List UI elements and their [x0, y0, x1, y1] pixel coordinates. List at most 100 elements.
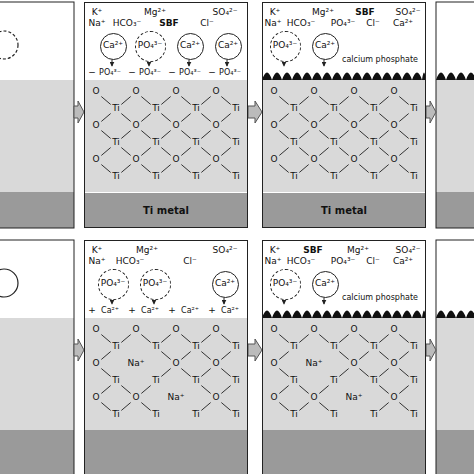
lattice-bond — [319, 114, 328, 122]
ion-label: SO₄²⁻ — [396, 246, 421, 256]
lattice-bond — [101, 386, 110, 394]
lattice-atom: O — [390, 359, 397, 369]
lattice-atom: Ti — [330, 172, 338, 182]
ion-label: Cl⁻ — [366, 257, 380, 267]
adsorption-arrow — [284, 62, 285, 67]
lattice-bond — [299, 97, 308, 105]
apatite-layer — [262, 73, 426, 81]
ion-circle: Ca²⁺ — [100, 33, 127, 60]
lattice-atom: Ti — [192, 342, 200, 352]
lattice-bond — [121, 97, 130, 105]
lattice-atom: Ti — [152, 342, 160, 352]
ion-circle: PO₄³⁻ — [135, 31, 166, 62]
ion-label: K⁺ — [270, 8, 281, 18]
lattice-bond — [221, 148, 230, 156]
lattice-bond — [201, 131, 210, 139]
lattice-bond — [299, 335, 308, 343]
lattice-atom: Ti — [152, 138, 160, 148]
ion-label: PO₄³⁻ — [331, 257, 355, 267]
lattice-atom: O — [212, 325, 219, 335]
lattice-bond — [399, 403, 408, 411]
process-arrow — [248, 339, 262, 361]
lattice-bond — [161, 165, 170, 173]
partial-panel — [0, 2, 74, 228]
lattice-bond — [121, 403, 130, 411]
ion-label: Cl⁻ — [183, 257, 197, 267]
lattice-bond — [359, 335, 368, 343]
metal-substrate — [262, 430, 426, 474]
ion-label: Na⁺ — [265, 257, 282, 267]
lattice-bond — [101, 403, 110, 411]
metal-substrate — [84, 430, 248, 474]
lattice-atom: O — [390, 121, 397, 131]
stage-panel: Ca²⁺PO₄³⁻Ca²⁺Ca²⁺Ti metalK⁺Mg²⁺SO₄²⁻Na⁺H… — [84, 2, 248, 228]
lattice-bond — [201, 114, 210, 122]
lattice-bond — [339, 335, 348, 343]
lattice-bond — [279, 369, 288, 377]
lattice-bond — [339, 131, 348, 139]
lattice-bond — [319, 386, 328, 394]
ion-label: SO₄²⁻ — [213, 246, 238, 256]
ion-label: Cl⁻ — [366, 19, 380, 29]
lattice-atom: Ti — [152, 104, 160, 114]
lattice-bond — [161, 97, 170, 105]
lattice-bond — [121, 114, 130, 122]
lattice-atom: Ti — [370, 138, 378, 148]
lattice-bond — [121, 148, 130, 156]
lattice-atom: Ti — [370, 410, 378, 420]
lattice-atom: Ti — [192, 138, 200, 148]
lattice-bond — [379, 369, 388, 377]
lattice-bond — [141, 97, 150, 105]
lattice-bond — [319, 403, 328, 411]
lattice-atom: Ti — [370, 104, 378, 114]
ion-label: PO₄³⁻ — [139, 69, 161, 78]
process-arrow — [74, 339, 84, 361]
stage-panel: PO₄³⁻Ca²⁺Ti metalK⁺Mg²⁺SBFSO₄²⁻Na⁺HCO₃⁻P… — [262, 2, 426, 228]
oxide-layer — [262, 318, 426, 430]
adsorption-arrow — [189, 60, 190, 67]
lattice-bond — [359, 97, 368, 105]
lattice-bond — [221, 165, 230, 173]
lattice-bond — [319, 131, 328, 139]
ion-label: Ca²⁺ — [315, 41, 335, 51]
metal-band: Ti metal — [85, 193, 247, 227]
lattice-bond — [181, 97, 190, 105]
process-arrow — [426, 339, 436, 361]
surface-charge: + — [88, 306, 96, 316]
ion-label: PO₄³⁻ — [101, 279, 125, 289]
lattice-bond — [279, 403, 288, 411]
lattice-bond — [201, 335, 210, 343]
partial-panel — [436, 2, 474, 228]
ion-circle: Ca²⁺ — [215, 33, 242, 60]
lattice-bond — [379, 165, 388, 173]
apatite-layer — [436, 311, 474, 319]
ion-label: SO₄²⁻ — [213, 8, 238, 18]
lattice-bond — [101, 148, 110, 156]
ion-circle: Ca²⁺ — [312, 33, 339, 60]
ion-label: Cl⁻ — [200, 19, 214, 29]
lattice-atom: Ti — [410, 342, 418, 352]
lattice-atom: Ti — [410, 172, 418, 182]
lattice-atom: O — [172, 359, 179, 369]
lattice-bond — [101, 97, 110, 105]
lattice-bond — [379, 97, 388, 105]
lattice-bond — [221, 352, 230, 360]
lattice-bond — [299, 165, 308, 173]
lattice-atom: O — [350, 359, 357, 369]
surface-charge: − — [208, 68, 216, 78]
lattice-atom: Ti — [370, 172, 378, 182]
lattice-bond — [181, 352, 190, 360]
lattice-bond — [181, 131, 190, 139]
lattice-atom: Na⁺ — [128, 359, 145, 369]
ion-label: HCO₃⁻ — [116, 257, 145, 267]
ion-label: PO₄³⁻ — [331, 19, 355, 29]
surface-charge: + — [208, 306, 216, 316]
lattice-bond — [141, 114, 150, 122]
lattice-bond — [101, 369, 110, 377]
lattice-atom: O — [270, 325, 277, 335]
lattice-bond — [299, 131, 308, 139]
ion-label: Mg²⁺ — [312, 8, 334, 18]
ion-label: Mg²⁺ — [347, 246, 369, 256]
lattice-atom: Ti — [152, 376, 160, 386]
lattice-atom: Ti — [290, 376, 298, 386]
